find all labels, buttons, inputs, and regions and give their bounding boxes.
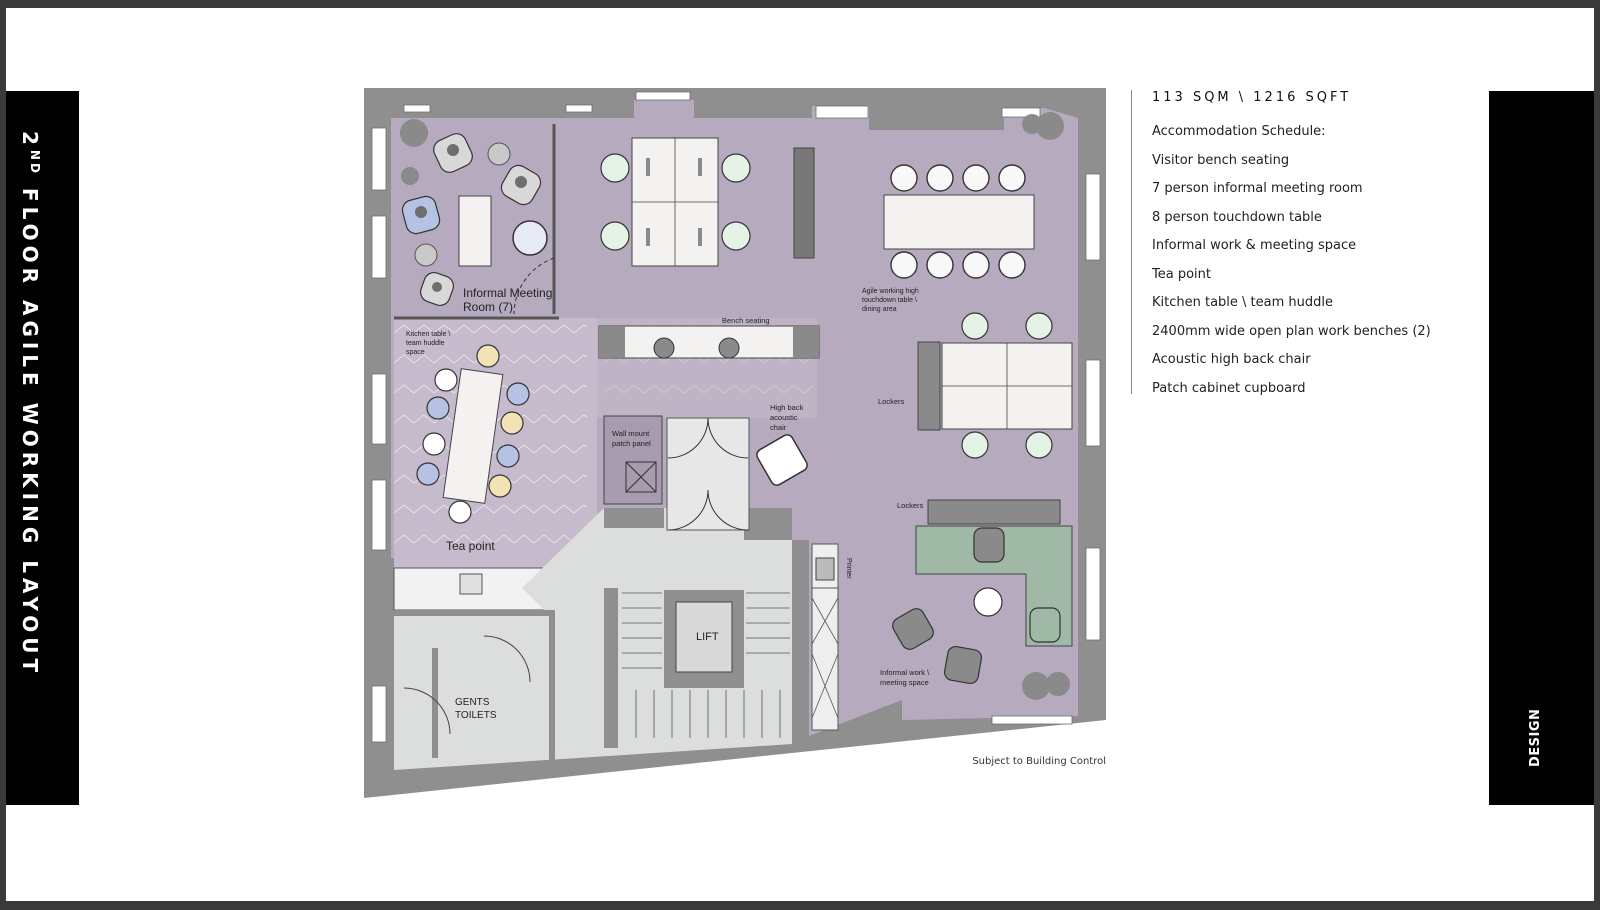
schedule-item: Tea point <box>1152 266 1211 282</box>
lounge-chairs-meeting <box>401 133 542 307</box>
title-ordinal-suffix: ND <box>28 149 42 176</box>
lounge-chairs-informal <box>892 527 1061 685</box>
label-bench-seating: Bench seating <box>722 316 770 325</box>
schedule-item: Acoustic high back chair <box>1152 352 1311 367</box>
label-printer: Printer <box>845 558 852 579</box>
coffee-table <box>973 587 1003 617</box>
touchdown-table <box>883 194 1035 250</box>
work-bench-north-chairs <box>600 153 751 251</box>
meeting-people <box>415 144 527 292</box>
meeting-chair <box>512 220 548 256</box>
patch-panel-cupboard <box>603 415 663 505</box>
label-lockers-south: Lockers <box>897 501 924 510</box>
lift-car <box>675 601 733 673</box>
schedule-item: 2400mm wide open plan work benches (2) <box>1152 323 1431 339</box>
stairs <box>622 592 790 738</box>
plants-nw <box>400 112 1070 700</box>
schedule-title: Accommodation Schedule: <box>1152 124 1326 139</box>
kitchen-chairs <box>416 344 530 524</box>
section-label: DESIGN <box>1528 708 1543 767</box>
right-section-band: DESIGN <box>1489 91 1594 805</box>
sink <box>459 573 483 595</box>
label-lockers-east: Lockers <box>878 397 905 406</box>
schedule-item: 7 person informal meeting room <box>1152 181 1363 196</box>
planter-strip <box>793 147 815 259</box>
lockers-east <box>917 341 941 431</box>
lockers-south <box>927 499 1061 525</box>
floor-area: 113 SQM \ 1216 SQFT <box>1152 90 1352 105</box>
lobby <box>666 417 750 531</box>
toilet-door-swing <box>403 635 531 735</box>
core-area <box>394 508 792 770</box>
meeting-room-door-swing <box>513 257 555 315</box>
bench-people <box>653 337 740 359</box>
schedule-item: Visitor bench seating <box>1152 152 1290 168</box>
touchdown-stools <box>890 164 1026 279</box>
printer <box>815 557 835 581</box>
title-ordinal: 2 <box>18 131 42 150</box>
page: 2ND FLOOR AGILE WORKING LAYOUT DESIGN <box>6 8 1594 901</box>
side-table <box>414 243 438 267</box>
high-back-acoustic-chair <box>756 434 808 486</box>
schedule-item: Patch cabinet cupboard <box>1152 380 1306 396</box>
left-title-band: 2ND FLOOR AGILE WORKING LAYOUT <box>6 91 79 805</box>
side-table <box>487 142 511 166</box>
work-bench-east-chairs <box>961 312 1053 459</box>
schedule-item: Informal work & meeting space <box>1152 238 1357 253</box>
building-control-note: Subject to Building Control <box>972 756 1106 767</box>
monitors-north <box>646 158 702 246</box>
schedule-item: 8 person touchdown table <box>1152 209 1322 225</box>
core-walls <box>394 588 618 760</box>
label-tea-point: Tea point <box>446 539 495 553</box>
title-text: FLOOR AGILE WORKING LAYOUT <box>18 187 42 678</box>
kitchen-table <box>442 368 504 504</box>
schedule-item: Kitchen table \ team huddle <box>1152 295 1334 310</box>
label-informal-space: Informal work \meeting space <box>880 668 930 687</box>
windows <box>371 91 1101 743</box>
accommodation-schedule: 113 SQM \ 1216 SQFT Accommodation Schedu… <box>1131 90 1431 396</box>
page-title: 2ND FLOOR AGILE WORKING LAYOUT <box>18 131 42 677</box>
meeting-table <box>458 195 492 267</box>
bench-seating <box>598 325 820 359</box>
label-lift: LIFT <box>696 631 719 643</box>
